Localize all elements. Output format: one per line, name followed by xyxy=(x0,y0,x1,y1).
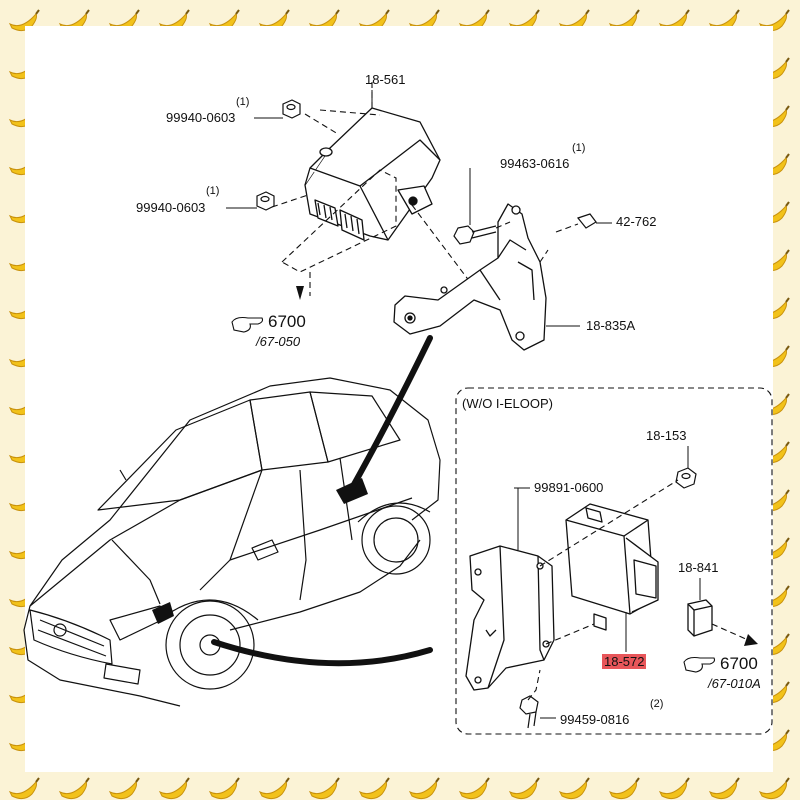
qty-nut-b: (1) xyxy=(206,185,220,197)
leader-lines-top xyxy=(226,90,373,209)
ref-arrow-top xyxy=(296,286,304,300)
bracket-a-guides xyxy=(495,221,579,263)
bracket-b-drawing xyxy=(465,545,555,691)
ref-sub-right: /67-010A xyxy=(708,676,761,691)
inset-title: (W/O I-ELOOP) xyxy=(462,396,553,411)
part-label-bolt-b: 99459-0816 xyxy=(560,712,630,727)
part-label-nut-c: 18-153 xyxy=(646,428,687,443)
inset-frame xyxy=(455,387,773,735)
ref-arrow-right xyxy=(744,634,758,646)
part-label-top-module: 18-561 xyxy=(365,72,406,87)
part-label-control-unit: 18-572 xyxy=(602,654,647,669)
bolt-icon-inset xyxy=(519,695,539,729)
clip-icon xyxy=(576,213,597,229)
ref-main-top: 6700 xyxy=(268,312,306,331)
ref-main-right: 6700 xyxy=(720,654,758,673)
part-label-connector: 18-841 xyxy=(678,560,719,575)
connector-drawing xyxy=(687,599,713,637)
ref-sub-top: /67-050 xyxy=(256,334,301,349)
nut-icons-top xyxy=(256,99,301,211)
control-unit-drawing xyxy=(565,503,659,631)
part-label-clip-a: 42-762 xyxy=(616,214,657,229)
bolt-icon-top xyxy=(453,225,497,245)
part-label-nut-b: 99940-0603 xyxy=(136,200,206,215)
inset-guides xyxy=(527,479,749,701)
hand-pointer-icon-right xyxy=(683,656,716,673)
part-label-nut-a: 99940-0603 xyxy=(166,110,236,125)
car-location-marks xyxy=(152,478,368,624)
leader-lines-inset xyxy=(514,446,701,719)
part-label-bolt-a: 99463-0616 xyxy=(500,156,570,171)
part-label-bracket-a: 18-835A xyxy=(586,318,636,333)
leader-lines-mid xyxy=(469,168,612,327)
nut-icon-inset xyxy=(675,467,697,489)
highlight-mark: 18-572 xyxy=(602,654,647,669)
location-pointers xyxy=(211,335,433,667)
part-label-bracket-b: 99891-0600 xyxy=(534,480,604,495)
qty-nut-a: (1) xyxy=(236,96,250,108)
car-drawing xyxy=(23,377,441,707)
qty-bolt-a: (1) xyxy=(572,142,586,154)
qty-bolt-b: (2) xyxy=(650,698,664,710)
bracket-a-drawing xyxy=(393,203,547,351)
hand-pointer-icon xyxy=(231,316,264,333)
